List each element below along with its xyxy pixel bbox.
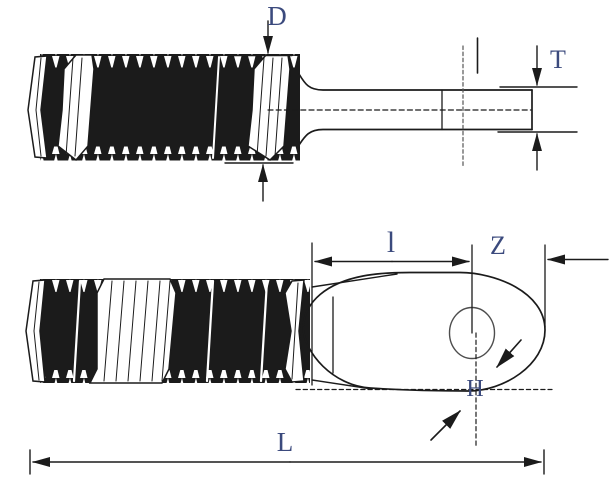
thread-crest-top bbox=[40, 54, 300, 69]
blade-bottom-edge bbox=[298, 128, 533, 146]
thread-flank-line bbox=[205, 279, 215, 383]
plan-view-thread bbox=[25, 278, 310, 384]
label-overall-length: L bbox=[277, 427, 294, 457]
label-eye-length: l bbox=[387, 226, 395, 259]
label-edge-height: H bbox=[466, 376, 483, 402]
side-view-thread bbox=[27, 54, 300, 162]
thread-flank-line bbox=[212, 56, 220, 159]
dim-H-leader-upper bbox=[496, 339, 522, 368]
label-end-distance: Z bbox=[490, 231, 506, 260]
thread-helix-band bbox=[247, 54, 291, 161]
swage-cone-bottom-line bbox=[311, 379, 373, 390]
thread-flank-line bbox=[259, 279, 269, 383]
dim-H-leader-lower bbox=[430, 410, 461, 441]
dim-L bbox=[29, 449, 545, 475]
thread-helix-band bbox=[57, 54, 95, 162]
side-view: D T bbox=[27, 1, 578, 202]
thread-crest-bottom bbox=[40, 146, 300, 161]
dim-T bbox=[497, 45, 578, 171]
swage-cone-top-line bbox=[311, 273, 398, 288]
thread-end-chamfer bbox=[27, 55, 48, 159]
dim-H bbox=[430, 339, 522, 441]
label-thread-diameter: D bbox=[267, 1, 287, 31]
plan-view-eye bbox=[302, 242, 546, 392]
thread-end-chamfer bbox=[25, 279, 46, 383]
blade-top-edge bbox=[298, 73, 533, 91]
eye-outline bbox=[302, 271, 546, 392]
dim-D bbox=[224, 20, 294, 202]
thread-flank-line bbox=[72, 279, 82, 383]
thread-helix-band bbox=[88, 278, 177, 384]
label-eye-thickness: T bbox=[550, 45, 566, 74]
side-view-blade bbox=[267, 73, 533, 146]
thread-helix-band bbox=[284, 279, 305, 383]
plan-view: l Z H L bbox=[25, 226, 609, 475]
thread-crest-bottom bbox=[40, 369, 310, 383]
